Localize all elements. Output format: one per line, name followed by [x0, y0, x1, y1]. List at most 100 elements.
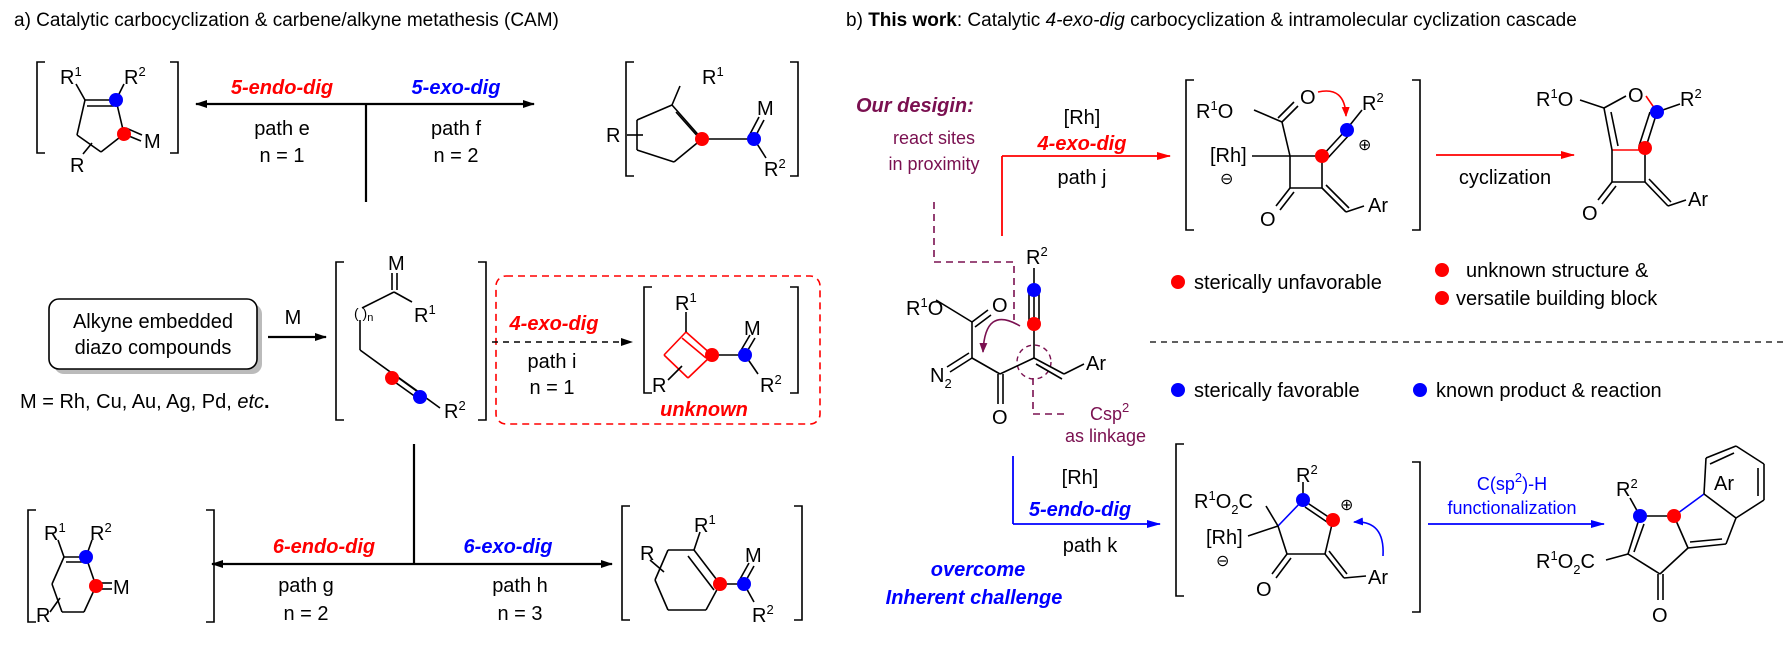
cyclopentenone-intermediate: R1O2C [Rh] ⊖ ⊕ O Ar R2 [1175, 443, 1421, 613]
svg-text:R1: R1 [44, 520, 66, 545]
product-6-exo: R1 M R R2 [621, 505, 803, 627]
panel-a: a) Catalytic carbocyclization & carbene/… [14, 10, 821, 627]
challenge-line1: overcome [931, 559, 1026, 581]
path-f-mode: 5-exo-dig [412, 77, 501, 99]
blue-pathway-product: Ar R2 R1O2C O [1536, 445, 1765, 627]
panel-a-title: a) Catalytic carbocyclization & carbene/… [14, 10, 559, 31]
product-5-endo: R1 R2 M R [36, 61, 179, 177]
proximity-dashed-leader [933, 202, 1015, 320]
svg-text:R: R [36, 605, 50, 627]
blue-carbon-dot [79, 550, 93, 564]
path-h-n: n = 3 [497, 603, 542, 625]
svg-text:M: M [144, 131, 161, 153]
path-i-unknown-box: 4-exo-dig path i n = 1 R1 M R R2 unknown [492, 275, 821, 425]
red-dot-icon [1435, 263, 1449, 277]
path-k-label: path k [1063, 535, 1118, 557]
path-j-label: path j [1058, 167, 1107, 189]
red-carbon-dot [1315, 149, 1329, 163]
svg-text:[Rh]: [Rh] [1210, 145, 1247, 167]
linkage-label: as linkage [1065, 426, 1146, 446]
svg-text:O: O [992, 407, 1008, 429]
svg-text:R2: R2 [124, 64, 146, 89]
path-e-mode: 5-endo-dig [231, 77, 333, 99]
svg-text:R2: R2 [1362, 90, 1384, 115]
svg-text:R1O: R1O [1196, 98, 1233, 123]
bottom-branch: 6-endo-dig path g n = 2 6-exo-dig path h… [211, 444, 613, 625]
ch-attack-curved-arrow [1353, 517, 1384, 557]
legend-sterically-favorable: sterically favorable [1194, 380, 1360, 402]
csp2-label: Csp2 [1090, 400, 1129, 424]
blue-carbon-dot [1296, 493, 1310, 507]
red-dot-icon [1435, 291, 1449, 305]
svg-text:R1: R1 [694, 512, 716, 537]
svg-text:R1: R1 [414, 302, 436, 327]
red-carbon-dot [89, 579, 103, 593]
path-g-label: path g [278, 575, 334, 597]
csp2-dashed-leader [1032, 378, 1068, 415]
cyclization-label: cyclization [1459, 167, 1551, 189]
red-carbon-dot [1667, 509, 1681, 523]
path-k: [Rh] 5-endo-dig path k [1012, 456, 1161, 557]
path-h-label: path h [492, 575, 548, 597]
blue-carbon-dot [737, 577, 751, 591]
svg-text:R1: R1 [60, 64, 82, 89]
blue-carbon-dot [738, 348, 752, 362]
red-dot-icon [1171, 275, 1185, 289]
svg-text:Ar: Ar [1368, 195, 1388, 217]
metal-note: M = Rh, Cu, Au, Ag, Pd, etc. [20, 391, 270, 413]
svg-text:R2: R2 [1680, 86, 1702, 111]
svg-text:[Rh]: [Rh] [1206, 527, 1243, 549]
svg-text:R1O: R1O [1536, 86, 1573, 111]
starting-material-box: Alkyne embedded diazo compounds M = Rh, … [20, 298, 327, 413]
svg-text:M: M [113, 577, 130, 599]
svg-text:M: M [744, 318, 761, 340]
carbene-intermediate: M ( )n R1 R2 [335, 253, 487, 423]
top-branch: 5-endo-dig path e n = 1 5-exo-dig path f… [195, 77, 535, 202]
legend-blue: sterically favorable known product & rea… [1171, 380, 1662, 402]
svg-text:R2: R2 [1616, 476, 1638, 501]
red-carbon-dot [385, 371, 399, 385]
blue-carbon-dot [413, 390, 427, 404]
csp2-highlight-circle [1016, 344, 1052, 380]
attack-curved-arrow [1317, 90, 1350, 117]
svg-text:Ar: Ar [1688, 189, 1708, 211]
blue-carbon-dot [1650, 105, 1664, 119]
legend-unknown-structure: unknown structure & [1466, 260, 1649, 282]
svg-text:R2: R2 [752, 602, 774, 627]
svg-text:M: M [388, 253, 405, 275]
challenge-line2: Inherent challenge [886, 587, 1063, 609]
svg-text:Ar: Ar [1086, 353, 1106, 375]
red-carbon-dot [713, 577, 727, 591]
svg-text:R: R [640, 543, 654, 565]
panel-b-title: b) This work: Catalytic 4-exo-dig carboc… [846, 10, 1577, 31]
svg-text:N2: N2 [930, 365, 952, 391]
legend-known-product: known product & reaction [1436, 380, 1662, 402]
red-carbon-dot [1027, 317, 1041, 331]
proximity-curved-arrow [979, 318, 1021, 353]
path-j-catalyst: [Rh] [1064, 107, 1101, 129]
path-k-mode: 5-endo-dig [1029, 499, 1131, 521]
red-carbon-dot [1326, 513, 1340, 527]
svg-text:R2: R2 [764, 156, 786, 181]
path-f-n: n = 2 [433, 145, 478, 167]
blue-dot-icon [1413, 383, 1427, 397]
path-g-n: n = 2 [283, 603, 328, 625]
svg-text:⊕: ⊕ [1340, 497, 1353, 514]
svg-text:R1: R1 [702, 64, 724, 89]
metal-arrow-label: M [285, 307, 302, 329]
blue-carbon-dot [1340, 123, 1354, 137]
svg-text:Ar: Ar [1714, 473, 1734, 495]
path-f-label: path f [431, 118, 481, 140]
svg-text:⊖: ⊖ [1220, 171, 1233, 188]
path-g-mode: 6-endo-dig [273, 536, 375, 558]
svg-text:⊕: ⊕ [1358, 137, 1371, 154]
path-e-n: n = 1 [259, 145, 304, 167]
blue-dot-icon [1171, 383, 1185, 397]
svg-text:R2: R2 [1026, 244, 1048, 269]
svg-text:R: R [652, 375, 666, 397]
svg-text:R1: R1 [675, 290, 697, 315]
svg-text:R2: R2 [760, 372, 782, 397]
path-i-n: n = 1 [529, 377, 574, 399]
path-e-label: path e [254, 118, 310, 140]
